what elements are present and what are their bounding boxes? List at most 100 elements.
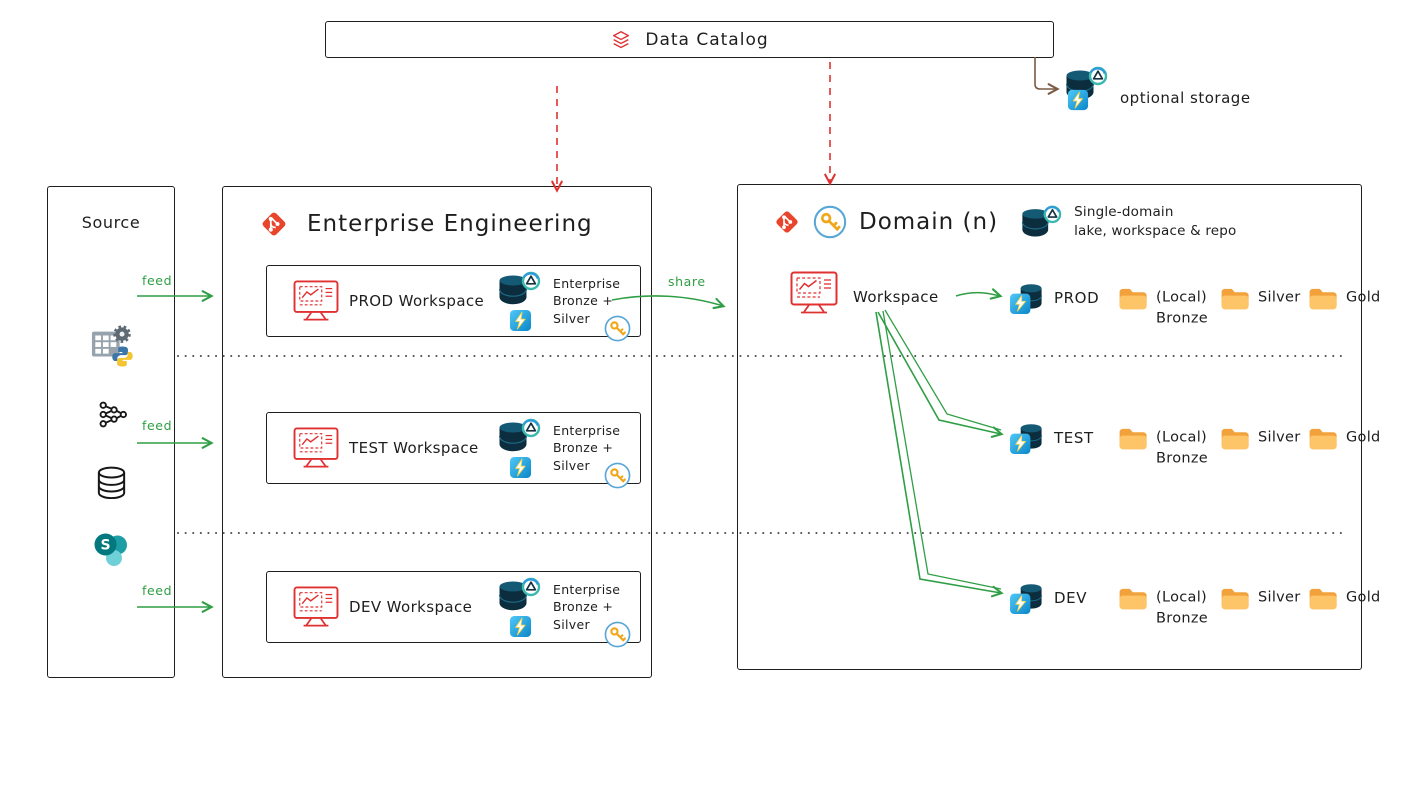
folder-label-line: Bronze xyxy=(1156,450,1208,467)
optional-storage-node: optional storage xyxy=(1064,62,1251,114)
enterprise-header: Enterprise Engineering xyxy=(259,209,593,239)
lightning-lakehouse-icon xyxy=(1067,89,1089,111)
data-catalog-label: Data Catalog xyxy=(645,29,769,50)
folder-icon xyxy=(1308,286,1338,311)
optional-storage-icons xyxy=(1064,62,1110,114)
data-lake-icon xyxy=(497,271,541,307)
env-name: DEV xyxy=(1054,589,1088,607)
domain-subtitle-line: lake, workspace & repo xyxy=(1074,223,1237,240)
workspace-node-test: TEST Workspace Enterprise Bronze + Silve… xyxy=(266,412,641,484)
env-row-dev: DEV (Local) Bronze Silver Gold xyxy=(1009,580,1386,627)
python-app-icon xyxy=(90,325,134,367)
storage-line: Bronze + xyxy=(553,599,614,615)
folder-label-line: Gold xyxy=(1346,289,1381,306)
storage-line: Bronze + xyxy=(553,440,614,456)
share-label: share xyxy=(668,274,706,289)
workspace-storage-label: Enterprise Bronze + Silver xyxy=(553,275,637,328)
enterprise-title: Enterprise Engineering xyxy=(307,211,593,237)
folder-label-line: Bronze xyxy=(1156,310,1208,327)
data-lake-icon xyxy=(1020,204,1062,240)
env-row-prod: PROD (Local) Bronze Silver Gold xyxy=(1009,280,1386,327)
workspace-name: TEST Workspace xyxy=(349,439,479,457)
feed-label-2: feed xyxy=(142,418,173,433)
folder-label: Silver xyxy=(1258,428,1300,470)
lightning-lakehouse-icon xyxy=(509,456,532,479)
folder-icon xyxy=(1220,286,1250,311)
enterprise-engineering-group: Enterprise Engineering PROD Workspace En… xyxy=(222,186,652,678)
data-catalog-node: Data Catalog xyxy=(325,21,1054,58)
domain-group: Domain (n) Single-domain lake, workspace… xyxy=(737,184,1380,670)
domain-workspace-label: Workspace xyxy=(853,288,939,306)
folder-label: (Local) Bronze xyxy=(1156,428,1212,470)
domain-subtitle: Single-domain lake, workspace & repo xyxy=(1074,203,1236,241)
workspace-storage-label: Enterprise Bronze + Silver xyxy=(553,422,637,475)
folder-label: (Local) Bronze xyxy=(1156,588,1212,630)
env-name: PROD xyxy=(1054,289,1100,307)
storage-line: Enterprise xyxy=(553,581,621,597)
folder-label: (Local) Bronze xyxy=(1156,288,1212,330)
folder-icon xyxy=(1308,586,1338,611)
folder-label-line: Silver xyxy=(1258,589,1301,606)
folder-label-line: Gold xyxy=(1346,589,1381,606)
feed-label-3: feed xyxy=(142,583,173,598)
folder-icon xyxy=(1220,586,1250,611)
lakehouse-icon xyxy=(1009,582,1046,615)
folder-icon xyxy=(1118,586,1148,611)
domain-header: Domain (n) Single-domain lake, workspace… xyxy=(773,203,1237,241)
source-title: Source xyxy=(81,213,141,232)
git-branch-icon xyxy=(259,209,289,239)
storage-line: Bronze + xyxy=(553,293,614,309)
git-branch-icon xyxy=(773,208,801,236)
sharepoint-icon xyxy=(93,533,131,567)
lakehouse-icon xyxy=(1009,282,1046,315)
feed-label-1: feed xyxy=(142,273,173,288)
folder-icon xyxy=(1118,426,1148,451)
optional-storage-label: optional storage xyxy=(1120,89,1251,107)
database-icon xyxy=(95,465,128,501)
storage-line: Silver xyxy=(553,310,590,326)
folder-label: Gold xyxy=(1346,588,1386,630)
catalog-to-optional-storage-connector xyxy=(1034,57,1060,95)
monitor-dashboard-icon xyxy=(293,586,339,628)
workspace-storage-icons xyxy=(495,268,543,334)
folder-label: Silver xyxy=(1258,588,1300,630)
folder-label-line: (Local) xyxy=(1156,289,1207,306)
key-icon xyxy=(604,462,631,489)
monitor-dashboard-icon xyxy=(293,280,339,322)
folder-label: Gold xyxy=(1346,288,1386,330)
folder-label: Silver xyxy=(1258,288,1300,330)
source-group: Source xyxy=(47,186,175,678)
storage-line: Enterprise xyxy=(553,275,621,291)
monitor-dashboard-icon xyxy=(790,271,838,315)
workspace-storage-icons xyxy=(495,415,543,481)
folder-icon xyxy=(1220,426,1250,451)
layers-icon xyxy=(610,29,632,51)
folder-label-line: Bronze xyxy=(1156,610,1208,627)
folder-icon xyxy=(1118,286,1148,311)
env-row-test: TEST (Local) Bronze Silver Gold xyxy=(1009,420,1386,467)
storage-line: Enterprise xyxy=(553,422,621,438)
key-icon xyxy=(813,205,847,239)
network-icon xyxy=(97,399,128,430)
folder-label-line: Gold xyxy=(1346,429,1381,446)
domain-subtitle-line: Single-domain xyxy=(1074,204,1174,220)
storage-line: Silver xyxy=(553,457,590,473)
storage-line: Silver xyxy=(553,616,590,632)
folder-icon xyxy=(1308,426,1338,451)
workspace-node-dev: DEV Workspace Enterprise Bronze + Silver xyxy=(266,571,641,643)
folder-label-line: Silver xyxy=(1258,289,1301,306)
folder-label-line: (Local) xyxy=(1156,429,1207,446)
folder-label-line: (Local) xyxy=(1156,589,1207,606)
workspace-name: PROD Workspace xyxy=(349,292,485,310)
workspace-name: DEV Workspace xyxy=(349,598,473,616)
data-lake-icon xyxy=(497,577,541,613)
lightning-lakehouse-icon xyxy=(509,615,532,638)
workspace-storage-icons xyxy=(495,574,543,640)
workspace-node-prod: PROD Workspace Enterprise Bronze + Silve… xyxy=(266,265,641,337)
key-icon xyxy=(604,315,631,342)
env-name: TEST xyxy=(1054,429,1094,447)
workspace-storage-label: Enterprise Bronze + Silver xyxy=(553,581,637,634)
lightning-lakehouse-icon xyxy=(509,309,532,332)
monitor-dashboard-icon xyxy=(293,427,339,469)
